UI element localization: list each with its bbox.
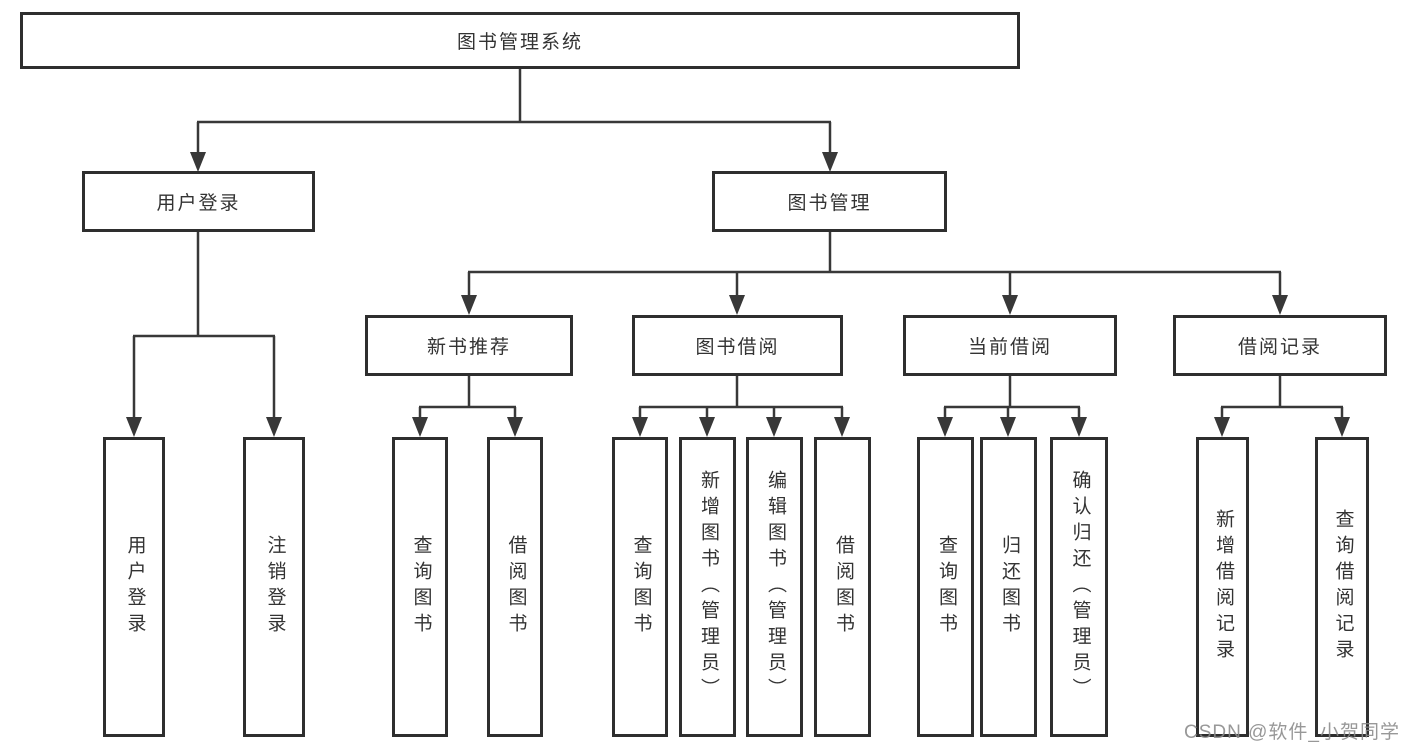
leaf-confirm-return-admin: 确认归还（管理员） bbox=[1050, 437, 1108, 737]
leaf-borrow-books-recommend: 借阅图书 bbox=[487, 437, 543, 737]
leaf-query-borrow-record: 查询借阅记录 bbox=[1315, 437, 1369, 737]
leaf-query-borrow-record-label: 查询借阅记录 bbox=[1332, 509, 1354, 665]
csdn-watermark: CSDN @软件_小贺同学 bbox=[1184, 722, 1400, 743]
node-book-management-label: 图书管理 bbox=[787, 193, 872, 214]
leaf-return-book-label: 归还图书 bbox=[998, 535, 1020, 639]
leaf-add-book-admin: 新增图书（管理员） bbox=[679, 437, 736, 737]
node-borrow-records-label: 借阅记录 bbox=[1237, 337, 1322, 358]
leaf-add-book-admin-label: 新增图书（管理员） bbox=[697, 470, 719, 704]
node-user-login: 用户登录 bbox=[82, 171, 315, 232]
leaf-query-books-recommend: 查询图书 bbox=[392, 437, 448, 737]
node-book-management: 图书管理 bbox=[712, 171, 947, 232]
leaf-borrow-books: 借阅图书 bbox=[814, 437, 871, 737]
leaf-borrow-books-recommend-label: 借阅图书 bbox=[505, 535, 527, 639]
node-root-label: 图书管理系统 bbox=[456, 32, 583, 53]
node-new-book-recommend: 新书推荐 bbox=[365, 315, 573, 376]
node-current-borrow-label: 当前借阅 bbox=[967, 337, 1052, 358]
node-current-borrow: 当前借阅 bbox=[903, 315, 1117, 376]
leaf-return-book: 归还图书 bbox=[980, 437, 1037, 737]
arrowhead-icons bbox=[126, 152, 1350, 437]
leaf-query-books-borrow: 查询图书 bbox=[612, 437, 668, 737]
leaf-add-borrow-record-label: 新增借阅记录 bbox=[1212, 509, 1234, 665]
leaf-edit-book-admin: 编辑图书（管理员） bbox=[746, 437, 803, 737]
leaf-query-books-current: 查询图书 bbox=[917, 437, 974, 737]
leaf-confirm-return-admin-label: 确认归还（管理员） bbox=[1069, 470, 1091, 704]
leaf-edit-book-admin-label: 编辑图书（管理员） bbox=[764, 470, 786, 704]
node-borrow-records: 借阅记录 bbox=[1173, 315, 1387, 376]
leaf-user-login-label: 用户登录 bbox=[124, 535, 146, 639]
node-root: 图书管理系统 bbox=[20, 12, 1020, 69]
node-book-borrow-label: 图书借阅 bbox=[695, 337, 780, 358]
leaf-user-login: 用户登录 bbox=[103, 437, 165, 737]
node-new-book-recommend-label: 新书推荐 bbox=[426, 337, 511, 358]
leaf-query-books-recommend-label: 查询图书 bbox=[410, 535, 432, 639]
leaf-logout-label: 注销登录 bbox=[264, 535, 286, 639]
node-user-login-label: 用户登录 bbox=[156, 193, 241, 214]
node-book-borrow: 图书借阅 bbox=[632, 315, 843, 376]
leaf-query-books-current-label: 查询图书 bbox=[935, 535, 957, 639]
leaf-logout: 注销登录 bbox=[243, 437, 305, 737]
leaf-query-books-borrow-label: 查询图书 bbox=[630, 535, 652, 639]
leaf-borrow-books-label: 借阅图书 bbox=[832, 535, 854, 639]
leaf-add-borrow-record: 新增借阅记录 bbox=[1196, 437, 1249, 737]
